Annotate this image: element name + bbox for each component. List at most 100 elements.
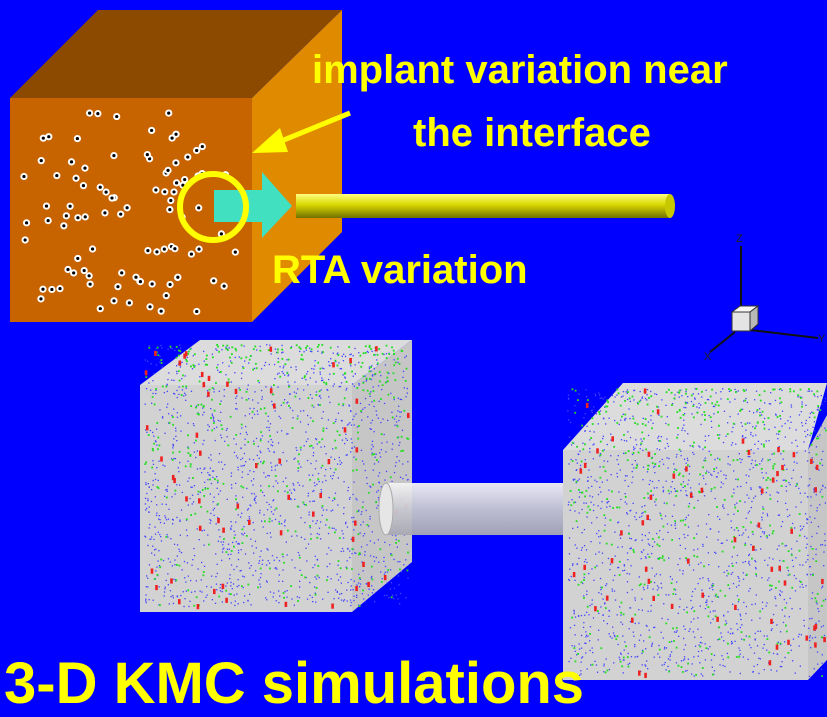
atom-green xyxy=(153,578,156,580)
atom-blue xyxy=(237,469,239,471)
atom-green xyxy=(298,346,301,349)
atom-blue xyxy=(711,426,713,428)
atom-blue xyxy=(673,488,676,490)
atom-blue xyxy=(779,593,781,595)
atom-blue xyxy=(270,511,273,513)
atom-red xyxy=(343,427,347,433)
atom-blue xyxy=(307,543,310,545)
atom-green xyxy=(732,422,735,425)
atom-blue xyxy=(603,460,605,462)
atom-green xyxy=(178,349,180,352)
atom-blue xyxy=(336,573,338,575)
atom-blue xyxy=(179,550,181,553)
dopant-dot xyxy=(108,194,116,202)
atom-green xyxy=(193,366,196,368)
atom-blue xyxy=(665,594,667,596)
atom-blue xyxy=(241,397,243,399)
atom-blue xyxy=(279,417,282,419)
atom-green xyxy=(206,510,209,513)
atom-blue xyxy=(619,537,622,539)
atom-blue xyxy=(204,481,206,483)
atom-blue xyxy=(314,576,316,578)
atom-blue xyxy=(353,580,355,582)
atom-blue xyxy=(645,557,647,559)
atom-blue xyxy=(373,368,375,370)
atom-blue xyxy=(745,474,747,476)
atom-blue xyxy=(605,584,607,587)
atom-blue xyxy=(817,608,819,610)
atom-blue xyxy=(764,402,766,404)
atom-blue xyxy=(626,475,628,477)
atom-blue xyxy=(681,429,683,431)
atom-blue xyxy=(236,586,238,588)
atom-green xyxy=(714,403,717,406)
atom-blue xyxy=(342,600,345,602)
atom-blue xyxy=(395,594,397,596)
atom-blue xyxy=(342,537,345,539)
atom-green xyxy=(406,569,409,572)
atom-blue xyxy=(262,491,264,493)
atom-blue xyxy=(707,648,709,650)
atom-blue xyxy=(313,372,315,374)
atom-blue xyxy=(809,412,811,415)
atom-green xyxy=(245,356,248,359)
atom-blue xyxy=(311,397,313,399)
x-axis-line xyxy=(709,331,736,353)
atom-green xyxy=(241,528,244,531)
atom-green xyxy=(213,409,216,412)
atom-blue xyxy=(805,422,807,425)
atom-blue xyxy=(156,512,158,514)
atom-blue xyxy=(196,450,198,452)
atom-blue xyxy=(614,574,616,577)
atom-green xyxy=(737,598,740,601)
atom-blue xyxy=(661,587,663,589)
atom-blue xyxy=(248,516,250,518)
atom-blue xyxy=(671,640,673,643)
dopant-dot xyxy=(210,277,218,285)
atom-blue xyxy=(777,500,779,503)
atom-green xyxy=(658,465,661,467)
atom-blue xyxy=(736,595,739,597)
atom-blue xyxy=(582,582,584,585)
atom-blue xyxy=(217,369,219,371)
atom-blue xyxy=(680,389,682,391)
atom-blue xyxy=(810,647,812,649)
atom-blue xyxy=(212,419,215,421)
atom-blue xyxy=(392,594,394,596)
atom-blue xyxy=(606,479,608,481)
atom-blue xyxy=(399,398,401,400)
atom-green xyxy=(235,349,238,352)
atom-green xyxy=(761,410,764,413)
atom-green xyxy=(233,545,235,548)
atom-blue xyxy=(274,410,276,412)
atom-blue xyxy=(354,373,356,375)
atom-green xyxy=(623,434,625,436)
atom-blue xyxy=(187,575,189,577)
atom-blue xyxy=(626,512,628,514)
atom-blue xyxy=(811,637,814,639)
atom-blue xyxy=(272,596,274,598)
atom-green xyxy=(281,358,284,360)
atom-blue xyxy=(707,552,709,554)
atom-blue xyxy=(663,502,665,504)
atom-blue xyxy=(282,556,284,558)
atom-green xyxy=(290,585,292,587)
atom-green xyxy=(321,464,324,467)
atom-blue xyxy=(633,389,636,391)
atom-green xyxy=(682,414,685,416)
atom-blue xyxy=(354,552,356,554)
atom-blue xyxy=(377,417,379,419)
atom-blue xyxy=(220,434,222,436)
atom-blue xyxy=(601,397,603,399)
atom-blue xyxy=(729,401,731,403)
right-box-top xyxy=(563,383,827,450)
atom-blue xyxy=(352,375,354,377)
atom-blue xyxy=(701,642,703,644)
atom-red xyxy=(155,585,158,591)
atom-blue xyxy=(572,564,574,566)
atom-blue xyxy=(732,582,735,585)
atom-blue xyxy=(168,413,170,415)
atom-blue xyxy=(809,618,811,620)
atom-blue xyxy=(353,595,355,597)
atom-green xyxy=(779,388,782,390)
